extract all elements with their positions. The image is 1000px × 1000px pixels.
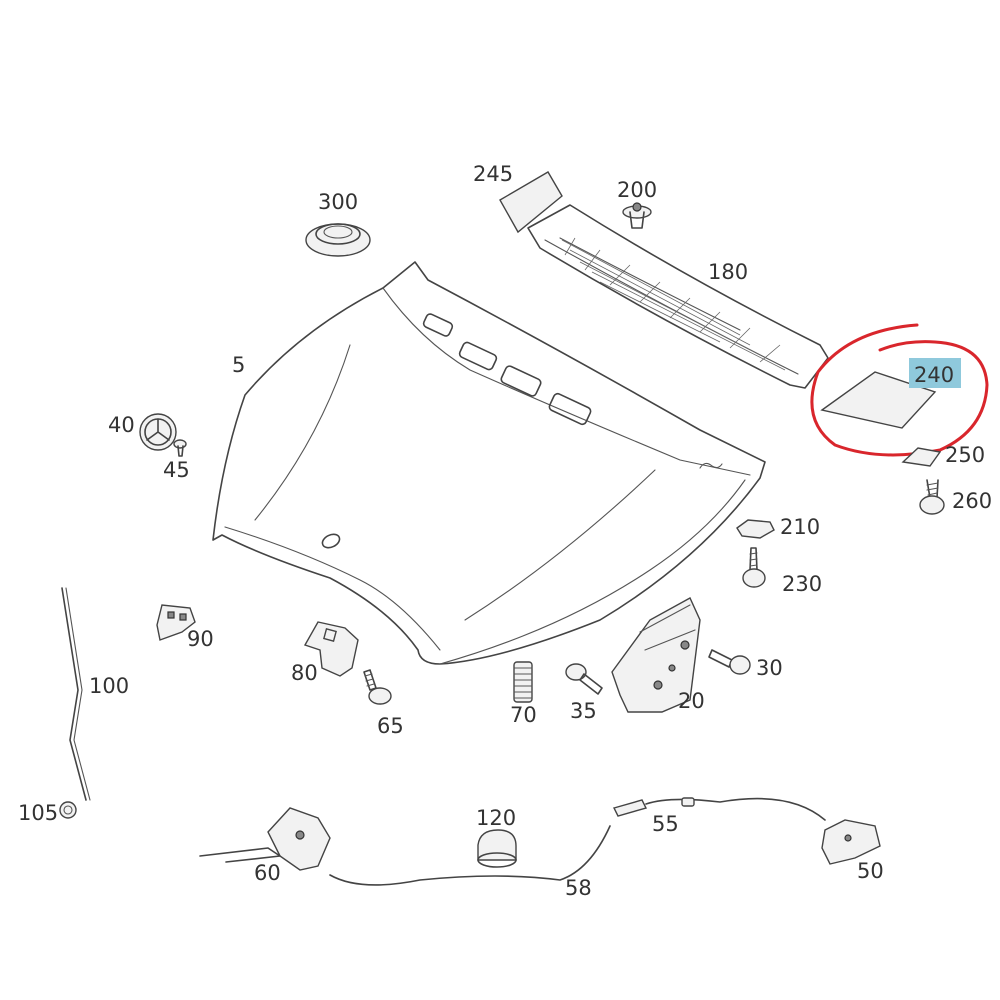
hinge-part-20[interactable]: [611, 597, 701, 713]
buffer-part-70[interactable]: [513, 661, 533, 703]
label-5: 5: [232, 353, 245, 377]
highlight-240: [909, 358, 961, 388]
bracket-part-80[interactable]: [303, 621, 359, 677]
cable-part-55[interactable]: [612, 797, 826, 821]
label-240: 240: [914, 363, 954, 387]
label-245: 245: [473, 162, 513, 186]
label-100: 100: [89, 674, 129, 698]
label-45: 45: [163, 458, 190, 482]
label-70: 70: [510, 703, 537, 727]
label-250: 250: [945, 443, 985, 467]
label-20: 20: [678, 689, 705, 713]
label-105: 105: [18, 801, 58, 825]
label-80: 80: [291, 661, 318, 685]
bolt-part-30[interactable]: [708, 649, 751, 675]
label-210: 210: [780, 515, 820, 539]
emblem-part-40[interactable]: [139, 413, 177, 451]
clip-part-210[interactable]: [736, 519, 775, 539]
cover-part-240[interactable]: [820, 371, 937, 429]
label-40: 40: [108, 413, 135, 437]
support-rod-part-100[interactable]: [61, 587, 91, 801]
label-180: 180: [708, 260, 748, 284]
label-35: 35: [570, 699, 597, 723]
label-260: 260: [952, 489, 992, 513]
bolt-part-35[interactable]: [565, 663, 603, 695]
cap-part-300[interactable]: [305, 223, 371, 257]
bolt-part-65[interactable]: [363, 669, 392, 705]
screw-part-230[interactable]: [742, 547, 766, 588]
lock-part-50[interactable]: [821, 819, 881, 865]
part-labels: 5 20 30 35 40 45 50 55 58 60 65 70 80 90…: [18, 162, 992, 900]
label-50: 50: [857, 859, 884, 883]
label-200: 200: [617, 178, 657, 202]
lock-part-60[interactable]: [199, 807, 331, 871]
bracket-part-90[interactable]: [156, 604, 196, 641]
clip-part-250[interactable]: [901, 447, 942, 467]
label-30: 30: [756, 656, 783, 680]
clamp-part-120[interactable]: [477, 829, 517, 868]
screw-part-45[interactable]: [173, 439, 187, 457]
label-90: 90: [187, 627, 214, 651]
cable-part-58[interactable]: [329, 825, 611, 886]
cover-part-245[interactable]: [499, 171, 563, 234]
clip-part-200[interactable]: [622, 202, 652, 229]
hood-part-5[interactable]: [212, 261, 766, 665]
label-65: 65: [377, 714, 404, 738]
screw-part-260[interactable]: [919, 479, 945, 515]
grommet-part-105[interactable]: [59, 801, 77, 819]
label-120: 120: [476, 806, 516, 830]
label-300: 300: [318, 190, 358, 214]
label-55: 55: [652, 812, 679, 836]
cowl-grille-part-180[interactable]: [527, 204, 829, 389]
label-60: 60: [254, 861, 281, 885]
label-230: 230: [782, 572, 822, 596]
label-58: 58: [565, 876, 592, 900]
